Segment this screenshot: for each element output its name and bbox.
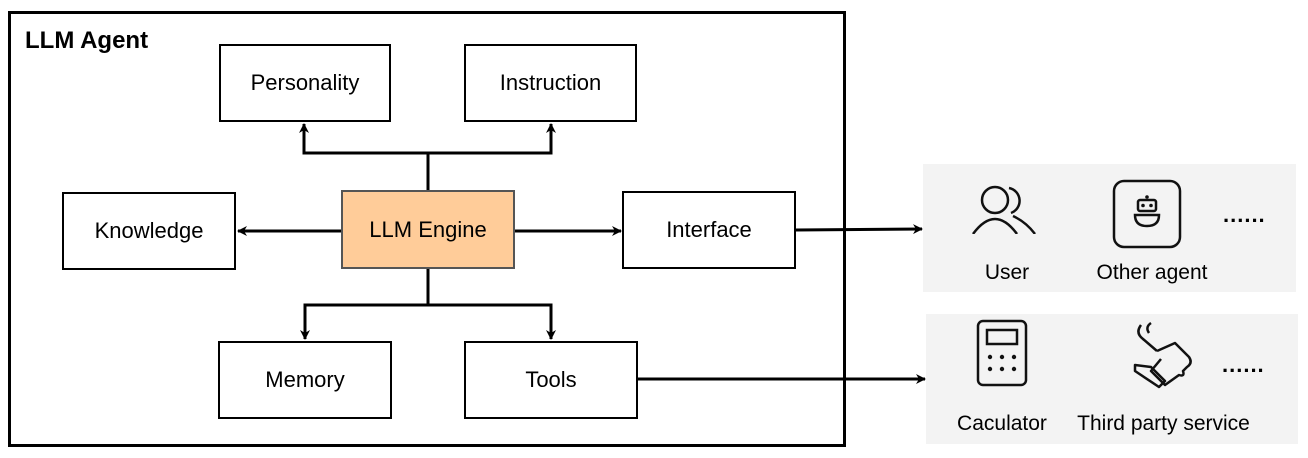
target-label-third-party-service: Third party service: [1077, 412, 1250, 435]
edge-to-personality: [299, 123, 428, 155]
wrench-hand-icon: [1133, 321, 1192, 389]
calculator-icon: [976, 319, 1028, 387]
more-ellipsis: ......: [1222, 352, 1265, 377]
node-label: Interface: [666, 217, 752, 242]
node-memory: Memory: [218, 341, 392, 419]
users-icon: [971, 185, 1036, 234]
interface-targets-panel: User Other agent ......: [923, 164, 1296, 292]
target-label-calculator: Caculator: [957, 412, 1047, 435]
diagram-title: LLM Agent: [25, 27, 149, 54]
edge-interface-external: [795, 224, 923, 235]
node-label: Memory: [265, 367, 345, 392]
node-label: Personality: [250, 70, 360, 95]
node-label: LLM Engine: [369, 216, 487, 242]
node-llm-engine: LLM Engine: [341, 190, 515, 269]
edge-to-instruction: [428, 123, 556, 155]
node-label: Knowledge: [94, 218, 204, 243]
target-label-other-agent: Other agent: [1096, 261, 1208, 284]
node-label: Tools: [525, 367, 577, 392]
robot-icon: [1112, 179, 1182, 249]
more-ellipsis: ......: [1223, 202, 1266, 227]
node-label: Instruction: [499, 70, 602, 95]
tool-targets-panel: Caculator Third party service ......: [926, 314, 1298, 444]
node-knowledge: Knowledge: [62, 192, 236, 270]
node-tools: Tools: [464, 341, 638, 419]
edge-to-tools: [428, 303, 556, 340]
node-interface: Interface: [622, 191, 796, 269]
target-label-user: User: [984, 261, 1030, 284]
edge-to-memory: [300, 303, 428, 340]
node-personality: Personality: [219, 44, 391, 122]
node-instruction: Instruction: [464, 44, 637, 122]
